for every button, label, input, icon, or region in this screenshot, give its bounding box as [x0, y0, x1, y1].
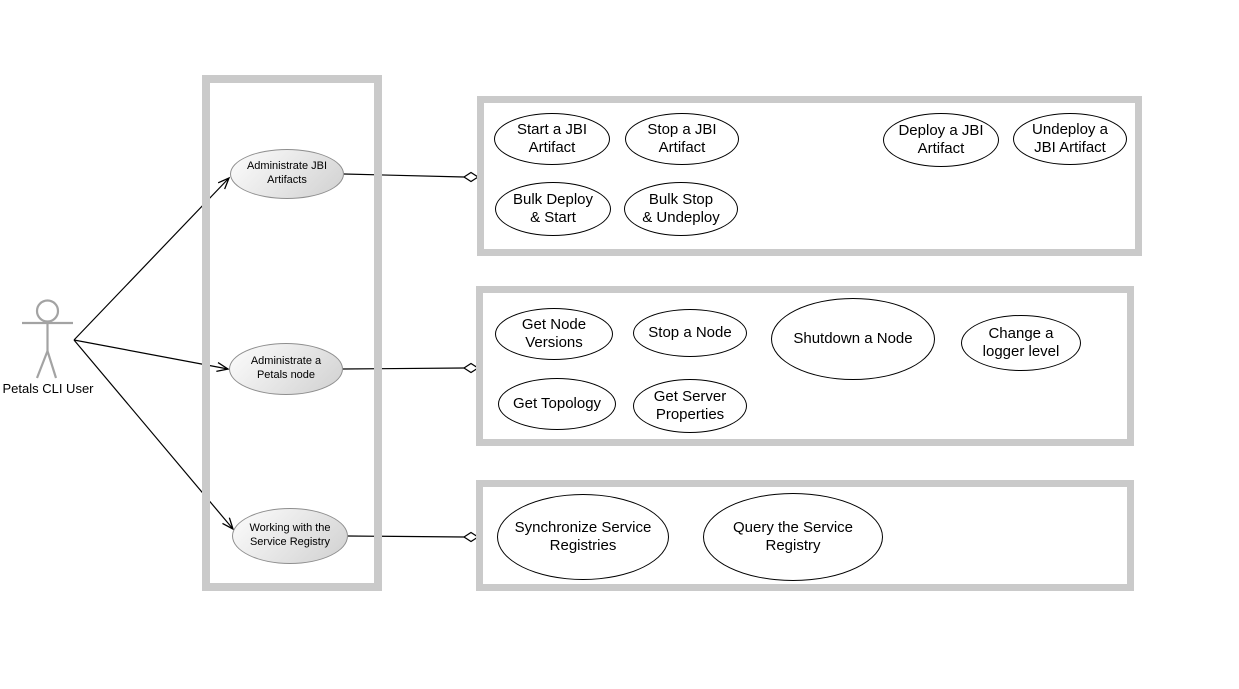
usecase-start-a-jbi-artifact: Start a JBI Artifact: [494, 113, 610, 165]
usecase-administrate-a-petals-node: Administrate a Petals node: [229, 343, 343, 395]
usecase-bulk-deploy-and-start: Bulk Deploy & Start: [495, 182, 611, 236]
edge-jbi-goal-to-box: [343, 173, 465, 178]
edge-registry-goal-to-box: [347, 535, 465, 538]
usecase-bulk-stop-and-undeploy: Bulk Stop & Undeploy: [624, 182, 738, 236]
usecase-deploy-a-jbi-artifact: Deploy a JBI Artifact: [883, 113, 999, 167]
usecase-synchronize-service-registries: Synchronize Service Registries: [497, 494, 669, 580]
goals-container-rect: [202, 75, 382, 591]
box-administrate-a-petals-node: [476, 286, 1134, 446]
box-service-registry: [476, 480, 1134, 591]
box-administrate-jbi-artifacts: [477, 96, 1142, 256]
usecase-query-the-service-registry: Query the Service Registry: [703, 493, 883, 581]
actor-head: [35, 299, 60, 323]
usecase-shutdown-a-node: Shutdown a Node: [771, 298, 935, 380]
usecase-undeploy-a-jbi-artifact: Undeploy a JBI Artifact: [1013, 113, 1127, 165]
usecase-get-topology: Get Topology: [498, 378, 616, 430]
usecase-get-server-properties: Get Server Properties: [633, 379, 747, 433]
actor-leg-left: [35, 350, 49, 379]
usecase-working-with-the-service-registry: Working with the Service Registry: [232, 508, 348, 564]
actor-label: Petals CLI User: [2, 381, 94, 396]
edge-node-goal-to-box: [342, 367, 465, 370]
usecase-stop-a-jbi-artifact: Stop a JBI Artifact: [625, 113, 739, 165]
usecase-administrate-jbi-artifacts: Administrate JBI Artifacts: [230, 149, 344, 199]
usecase-stop-a-node: Stop a Node: [633, 309, 747, 357]
usecase-get-node-versions: Get Node Versions: [495, 308, 613, 360]
usecase-change-a-logger-level: Change a logger level: [961, 315, 1081, 371]
diamond-jbi-box: [462, 171, 480, 183]
actor-figure: [22, 299, 73, 379]
actor-leg-right: [46, 350, 58, 379]
